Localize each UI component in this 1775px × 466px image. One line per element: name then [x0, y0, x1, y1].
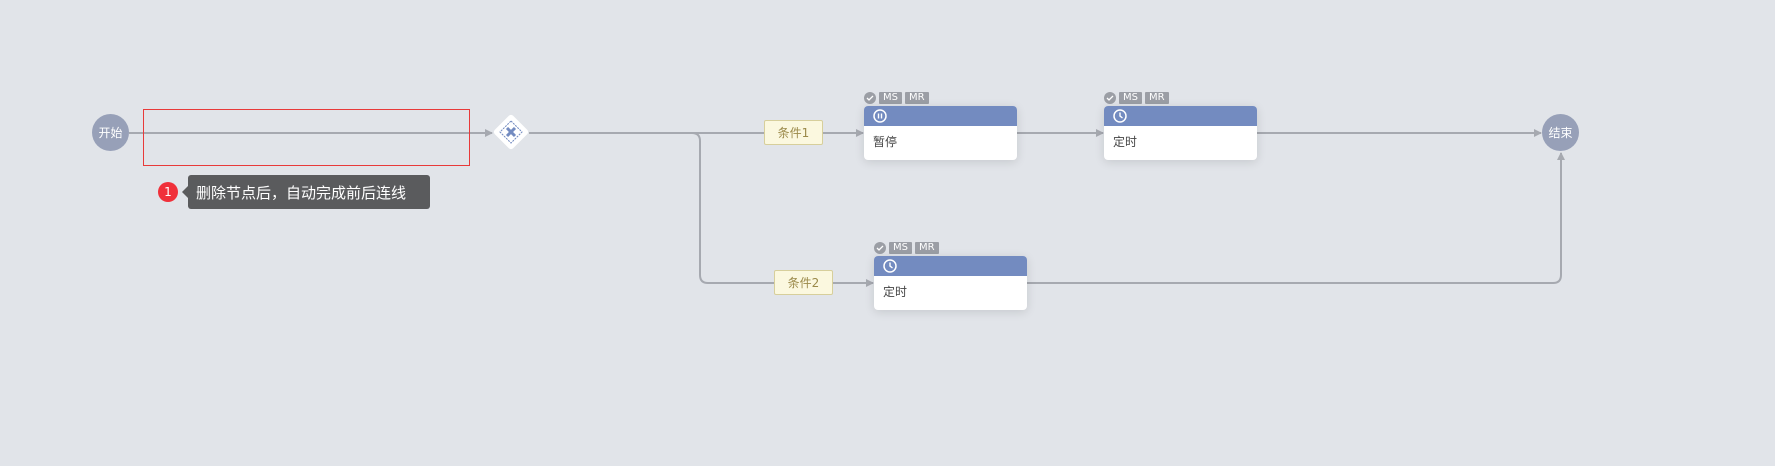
edge-gateway-to-cond2	[691, 132, 774, 284]
start-node-label: 开始	[98, 126, 123, 140]
pause-icon	[873, 109, 887, 123]
end-node[interactable]: 结束	[1542, 114, 1579, 151]
exclusive-gateway-x-icon	[499, 120, 523, 144]
check-icon	[864, 92, 876, 104]
annotation-text: 删除节点后，自动完成前后连线	[196, 183, 407, 202]
condition-label-2[interactable]: 条件2	[774, 270, 833, 295]
task-label: 暂停	[873, 135, 898, 149]
selection-box[interactable]	[143, 109, 470, 166]
tag-ms[interactable]: MS	[889, 242, 912, 254]
pause-task-tags: MS MR	[864, 92, 929, 104]
condition-1-text: 条件1	[777, 126, 810, 140]
annotation-number: 1	[164, 185, 172, 199]
annotation-number-badge: 1	[158, 182, 178, 202]
timer1-task-tags: MS MR	[1104, 92, 1169, 104]
task-label: 定时	[883, 285, 908, 299]
check-icon	[1104, 92, 1116, 104]
tag-ms[interactable]: MS	[879, 92, 902, 104]
clock-icon	[1113, 109, 1127, 123]
tag-mr[interactable]: MR	[904, 92, 929, 104]
clock-icon	[883, 259, 897, 273]
check-icon	[874, 242, 886, 254]
edge-timer2-to-end	[1027, 152, 1565, 284]
condition-label-1[interactable]: 条件1	[764, 120, 823, 145]
task-node-timer-1[interactable]: 定时	[1104, 106, 1257, 160]
tag-mr[interactable]: MR	[1144, 92, 1169, 104]
start-node[interactable]: 开始	[92, 114, 129, 151]
timer2-task-tags: MS MR	[874, 242, 939, 254]
tag-mr[interactable]: MR	[914, 242, 939, 254]
task-node-pause[interactable]: 暂停	[864, 106, 1017, 160]
end-node-label: 结束	[1548, 126, 1573, 140]
tag-ms[interactable]: MS	[1119, 92, 1142, 104]
annotation-tooltip: 删除节点后，自动完成前后连线	[182, 175, 430, 209]
condition-2-text: 条件2	[787, 276, 820, 290]
task-node-timer-2[interactable]: 定时	[874, 256, 1027, 310]
task-label: 定时	[1113, 135, 1138, 149]
